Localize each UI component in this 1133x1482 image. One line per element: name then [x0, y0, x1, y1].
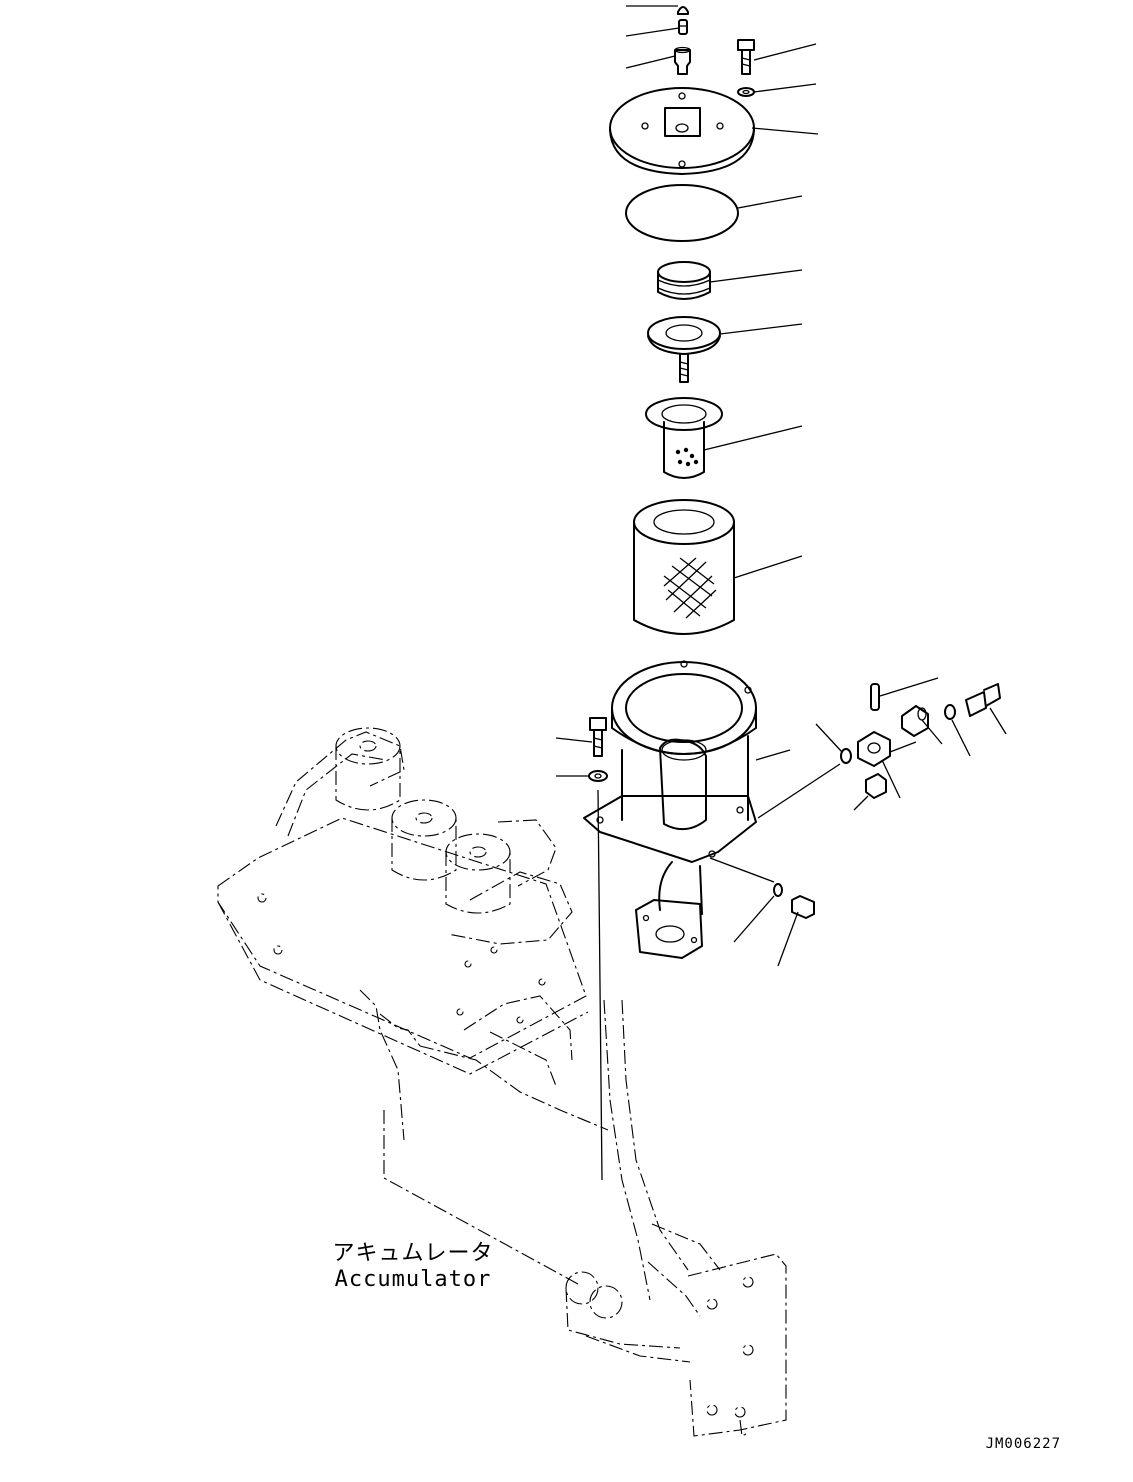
- frame-phantom-lines: [217, 727, 787, 1437]
- side-o-ring: [840, 748, 852, 764]
- small-fitting: [678, 19, 688, 35]
- bypass-valve: [647, 316, 721, 383]
- tank-mount-washer: [588, 770, 608, 782]
- side-adapter-block: [857, 731, 891, 767]
- cover-bolt: [737, 39, 755, 75]
- hydraulic-tank-body: [583, 660, 757, 959]
- cover-washer: [737, 87, 755, 97]
- side-washer: [944, 704, 956, 720]
- breather-cap: [677, 6, 689, 15]
- accumulator-label-english: Accumulator: [334, 1267, 492, 1292]
- tank-cover-plate: [609, 87, 755, 175]
- tank-mount-bolt: [589, 717, 607, 757]
- bolt-axis-line: [597, 789, 603, 1181]
- side-bolt: [965, 683, 1001, 717]
- drawing-code: JM006227: [985, 1436, 1061, 1452]
- cover-gasket: [625, 184, 739, 242]
- dowel-pin: [870, 683, 880, 711]
- drain-plug-side: [865, 773, 887, 799]
- leader-lines: [555, 5, 1007, 967]
- strainer-basket: [645, 397, 723, 479]
- drain-o-ring: [773, 883, 783, 897]
- side-elbow-fitting: [901, 705, 929, 737]
- filter-spring: [657, 261, 711, 300]
- filter-element: [633, 499, 735, 635]
- adapter-nipple: [674, 46, 691, 75]
- drain-plug: [791, 895, 815, 919]
- accumulator-label-japanese: アキュムレータ: [332, 1241, 494, 1266]
